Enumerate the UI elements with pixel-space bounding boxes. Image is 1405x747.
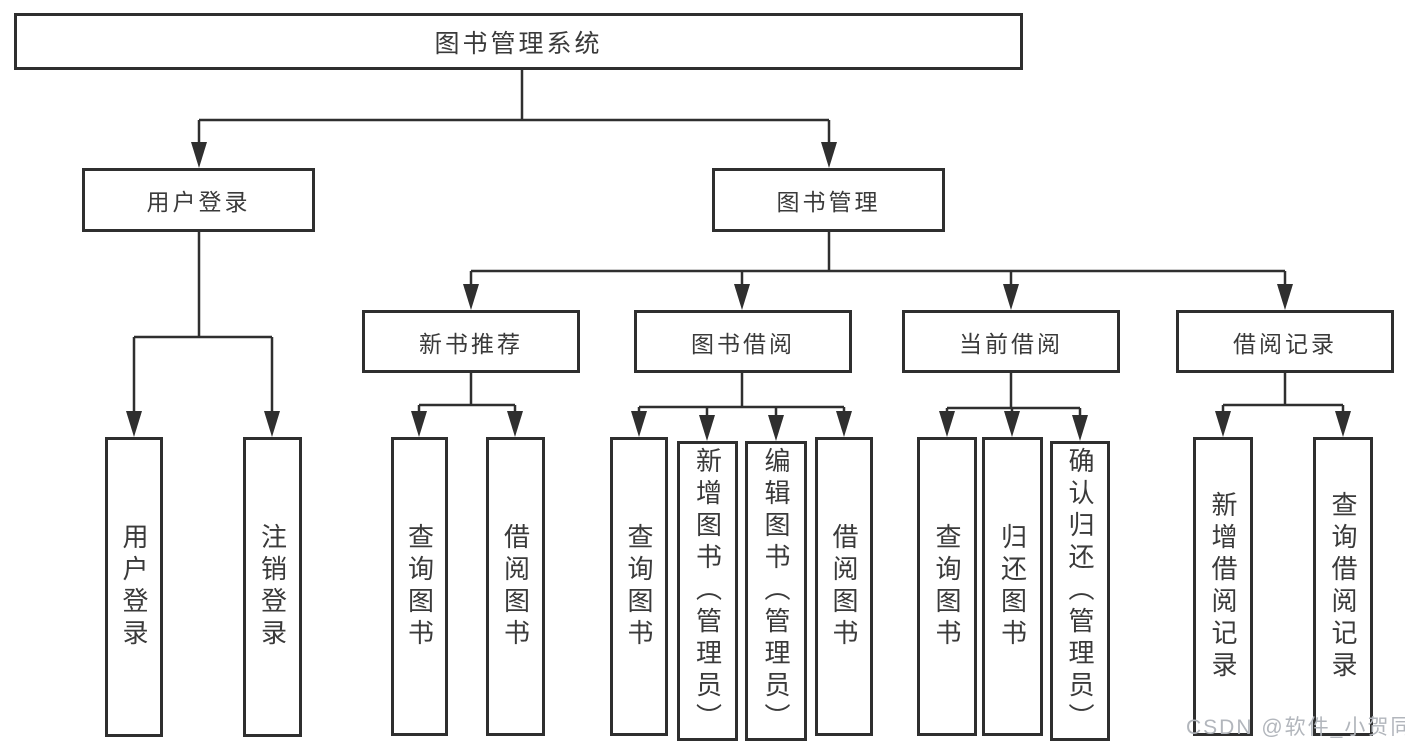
leaf-cb-return-books: 归还图书 — [982, 437, 1043, 736]
leaf-cb-confirm-return-admin: 确认归还（管理员） — [1050, 441, 1110, 741]
node-label: 新增借阅记录 — [1208, 490, 1238, 683]
node-label: 图书管理 — [776, 189, 881, 215]
leaf-logout: 注销登录 — [243, 437, 302, 737]
node-label: 查询图书 — [624, 522, 654, 651]
leaf-bb-query-books: 查询图书 — [610, 437, 668, 736]
leaf-nb-borrow-books: 借阅图书 — [486, 437, 545, 736]
node-label: 归还图书 — [997, 522, 1028, 651]
node-user-login: 用户登录 — [82, 168, 315, 232]
node-label: 图书管理系统 — [434, 29, 603, 58]
node-label: 新书推荐 — [419, 330, 523, 357]
node-current-borrow: 当前借阅 — [902, 310, 1120, 373]
node-label: 借阅记录 — [1233, 330, 1337, 357]
node-label: 借阅图书 — [829, 522, 859, 651]
leaf-br-query-record: 查询借阅记录 — [1313, 437, 1373, 736]
node-label: 图书借阅 — [691, 330, 795, 357]
node-root: 图书管理系统 — [14, 13, 1023, 70]
node-label: 查询图书 — [932, 522, 962, 651]
node-label: 用户登录 — [146, 189, 251, 215]
node-new-book-recommend: 新书推荐 — [362, 310, 580, 373]
leaf-bb-add-books-admin: 新增图书（管理员） — [677, 441, 738, 741]
csdn-watermark: CSDN @软件_小贺同学 — [1186, 716, 1405, 739]
node-book-management: 图书管理 — [712, 168, 945, 232]
node-label: 用户登录 — [119, 523, 149, 651]
node-label: 当前借阅 — [959, 330, 1063, 357]
node-label: 新增图书（管理员） — [692, 447, 723, 735]
leaf-cb-query-books: 查询图书 — [917, 437, 977, 736]
node-label: 借阅图书 — [500, 522, 531, 651]
leaf-user-login: 用户登录 — [105, 437, 163, 737]
leaf-nb-query-books: 查询图书 — [391, 437, 448, 736]
node-label: 查询借阅记录 — [1328, 490, 1358, 683]
node-label: 编辑图书（管理员） — [761, 447, 791, 735]
node-label: 确认归还（管理员） — [1065, 447, 1095, 735]
leaf-bb-edit-books-admin: 编辑图书（管理员） — [745, 441, 807, 741]
leaf-bb-borrow-books: 借阅图书 — [815, 437, 873, 736]
node-label: 注销登录 — [257, 523, 288, 651]
leaf-br-add-record: 新增借阅记录 — [1193, 437, 1253, 736]
node-borrow-records: 借阅记录 — [1176, 310, 1394, 373]
node-book-borrow: 图书借阅 — [634, 310, 852, 373]
node-label: 查询图书 — [404, 522, 435, 651]
